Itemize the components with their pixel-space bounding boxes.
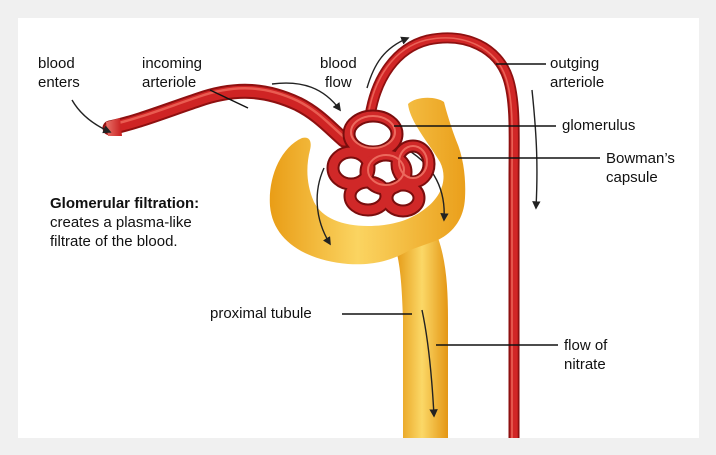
bowmans-capsule-label: Bowman’s capsule <box>606 150 675 186</box>
description-line-2: filtrate of the blood. <box>50 233 178 250</box>
diagram-panel: blood enters incoming arteriole blood fl… <box>18 18 699 438</box>
flow-of-nitrate-label: flow of nitrate <box>564 337 608 373</box>
blood-flow-label: blood flow <box>320 55 357 91</box>
filtrate-arrow-left <box>316 167 331 246</box>
glomerular-filtration-diagram <box>71 32 600 438</box>
outgoing-down-arrow <box>531 89 541 210</box>
incoming-arteriole-label: incoming arteriole <box>142 55 203 91</box>
tubule-flow-arrow <box>421 309 438 418</box>
bowmans-capsule-shape <box>269 97 466 265</box>
proximal-tubule-shape <box>396 238 448 438</box>
outgoing-flow-arrow <box>366 36 410 89</box>
outgoing-arteriole-label: outging arteriole <box>550 55 605 91</box>
description-line-1: creates a plasma-like <box>50 214 192 231</box>
proximal-tubule-label: proximal tubule <box>210 305 312 322</box>
blood-enters-arrow <box>71 99 112 134</box>
incoming-flow-arrow <box>271 82 341 112</box>
glomerulus-label: glomerulus <box>562 117 636 134</box>
glomerulus-coil <box>326 109 436 218</box>
glomerular-filtration-description: Glomerular filtration: creates a plasma-… <box>50 194 199 251</box>
blood-enters-label: blood enters <box>38 55 80 91</box>
filtrate-arrow-right <box>407 149 449 222</box>
description-heading: Glomerular filtration: <box>50 195 200 212</box>
incoming-arteriole-leader <box>209 89 249 109</box>
